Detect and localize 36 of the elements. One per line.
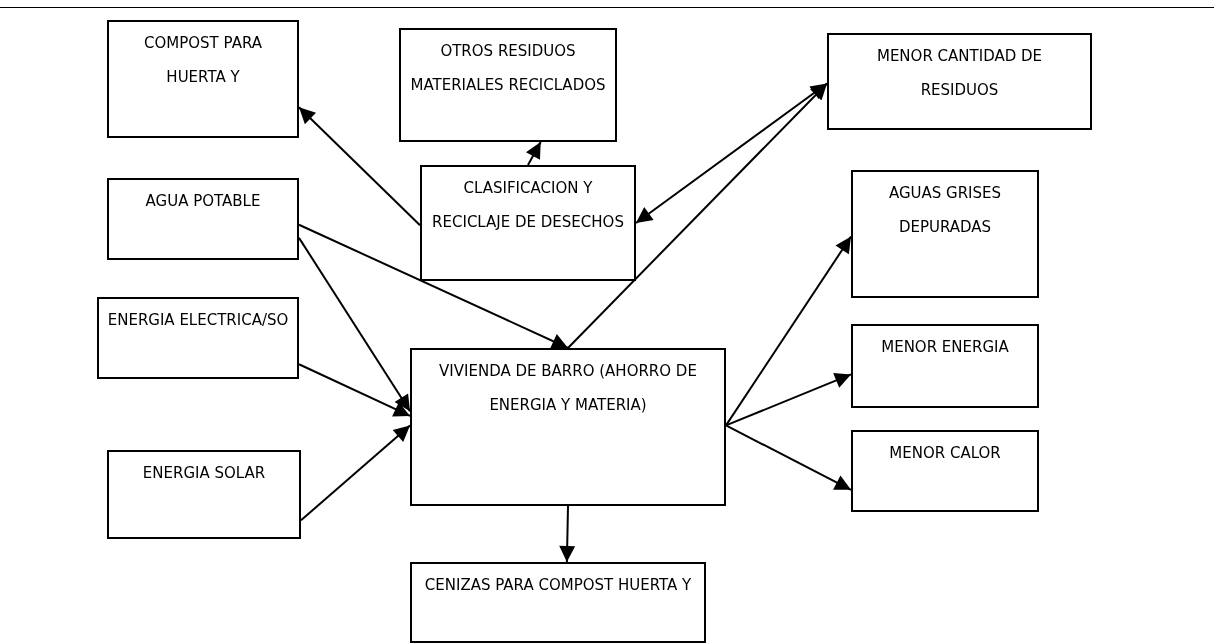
arrow [298,223,569,349]
arrow [559,505,576,563]
arrow [300,424,411,522]
box-label: AGUA POTABLE [144,191,262,212]
process-box [107,450,301,539]
process-box [410,562,706,643]
box-label: VIVIENDA DE BARRO (AHORRO DE ENERGIA Y MATERIA) [438,361,698,416]
box-label: MENOR ENERGIA [880,337,1010,358]
process-box [410,348,726,506]
process-box [399,28,617,142]
arrow [725,373,852,427]
box-label: ENERGIA ELECTRICA/SO [107,310,289,331]
process-box [851,430,1039,512]
process-box [107,20,299,138]
arrow [298,106,421,227]
box-label: CENIZAS PARA COMPOST HUERTA Y [423,575,693,596]
box-label: COMPOST PARA HUERTA Y [143,33,263,88]
box-label: CLASIFICACION Y RECICLAJE DE DESECHOS [431,178,625,233]
box-label: MENOR CALOR [888,443,1002,464]
process-box [97,297,299,379]
process-box [420,165,636,281]
process-box [851,170,1039,298]
box-label: ENERGIA SOLAR [141,463,267,484]
process-box [827,33,1092,130]
arrow [525,141,542,166]
arrow [725,424,852,491]
process-box [851,324,1039,408]
arrow [298,236,411,413]
box-label: MENOR CANTIDAD DE RESIDUOS [875,46,1044,101]
arrow [725,235,852,427]
arrow [635,82,828,224]
box-label: AGUAS GRISES DEPURADAS [887,183,1003,238]
arrow [567,82,828,349]
arrow [298,363,411,417]
box-label: OTROS RESIDUOS MATERIALES RECICLADOS [409,41,607,96]
process-box [107,178,299,260]
